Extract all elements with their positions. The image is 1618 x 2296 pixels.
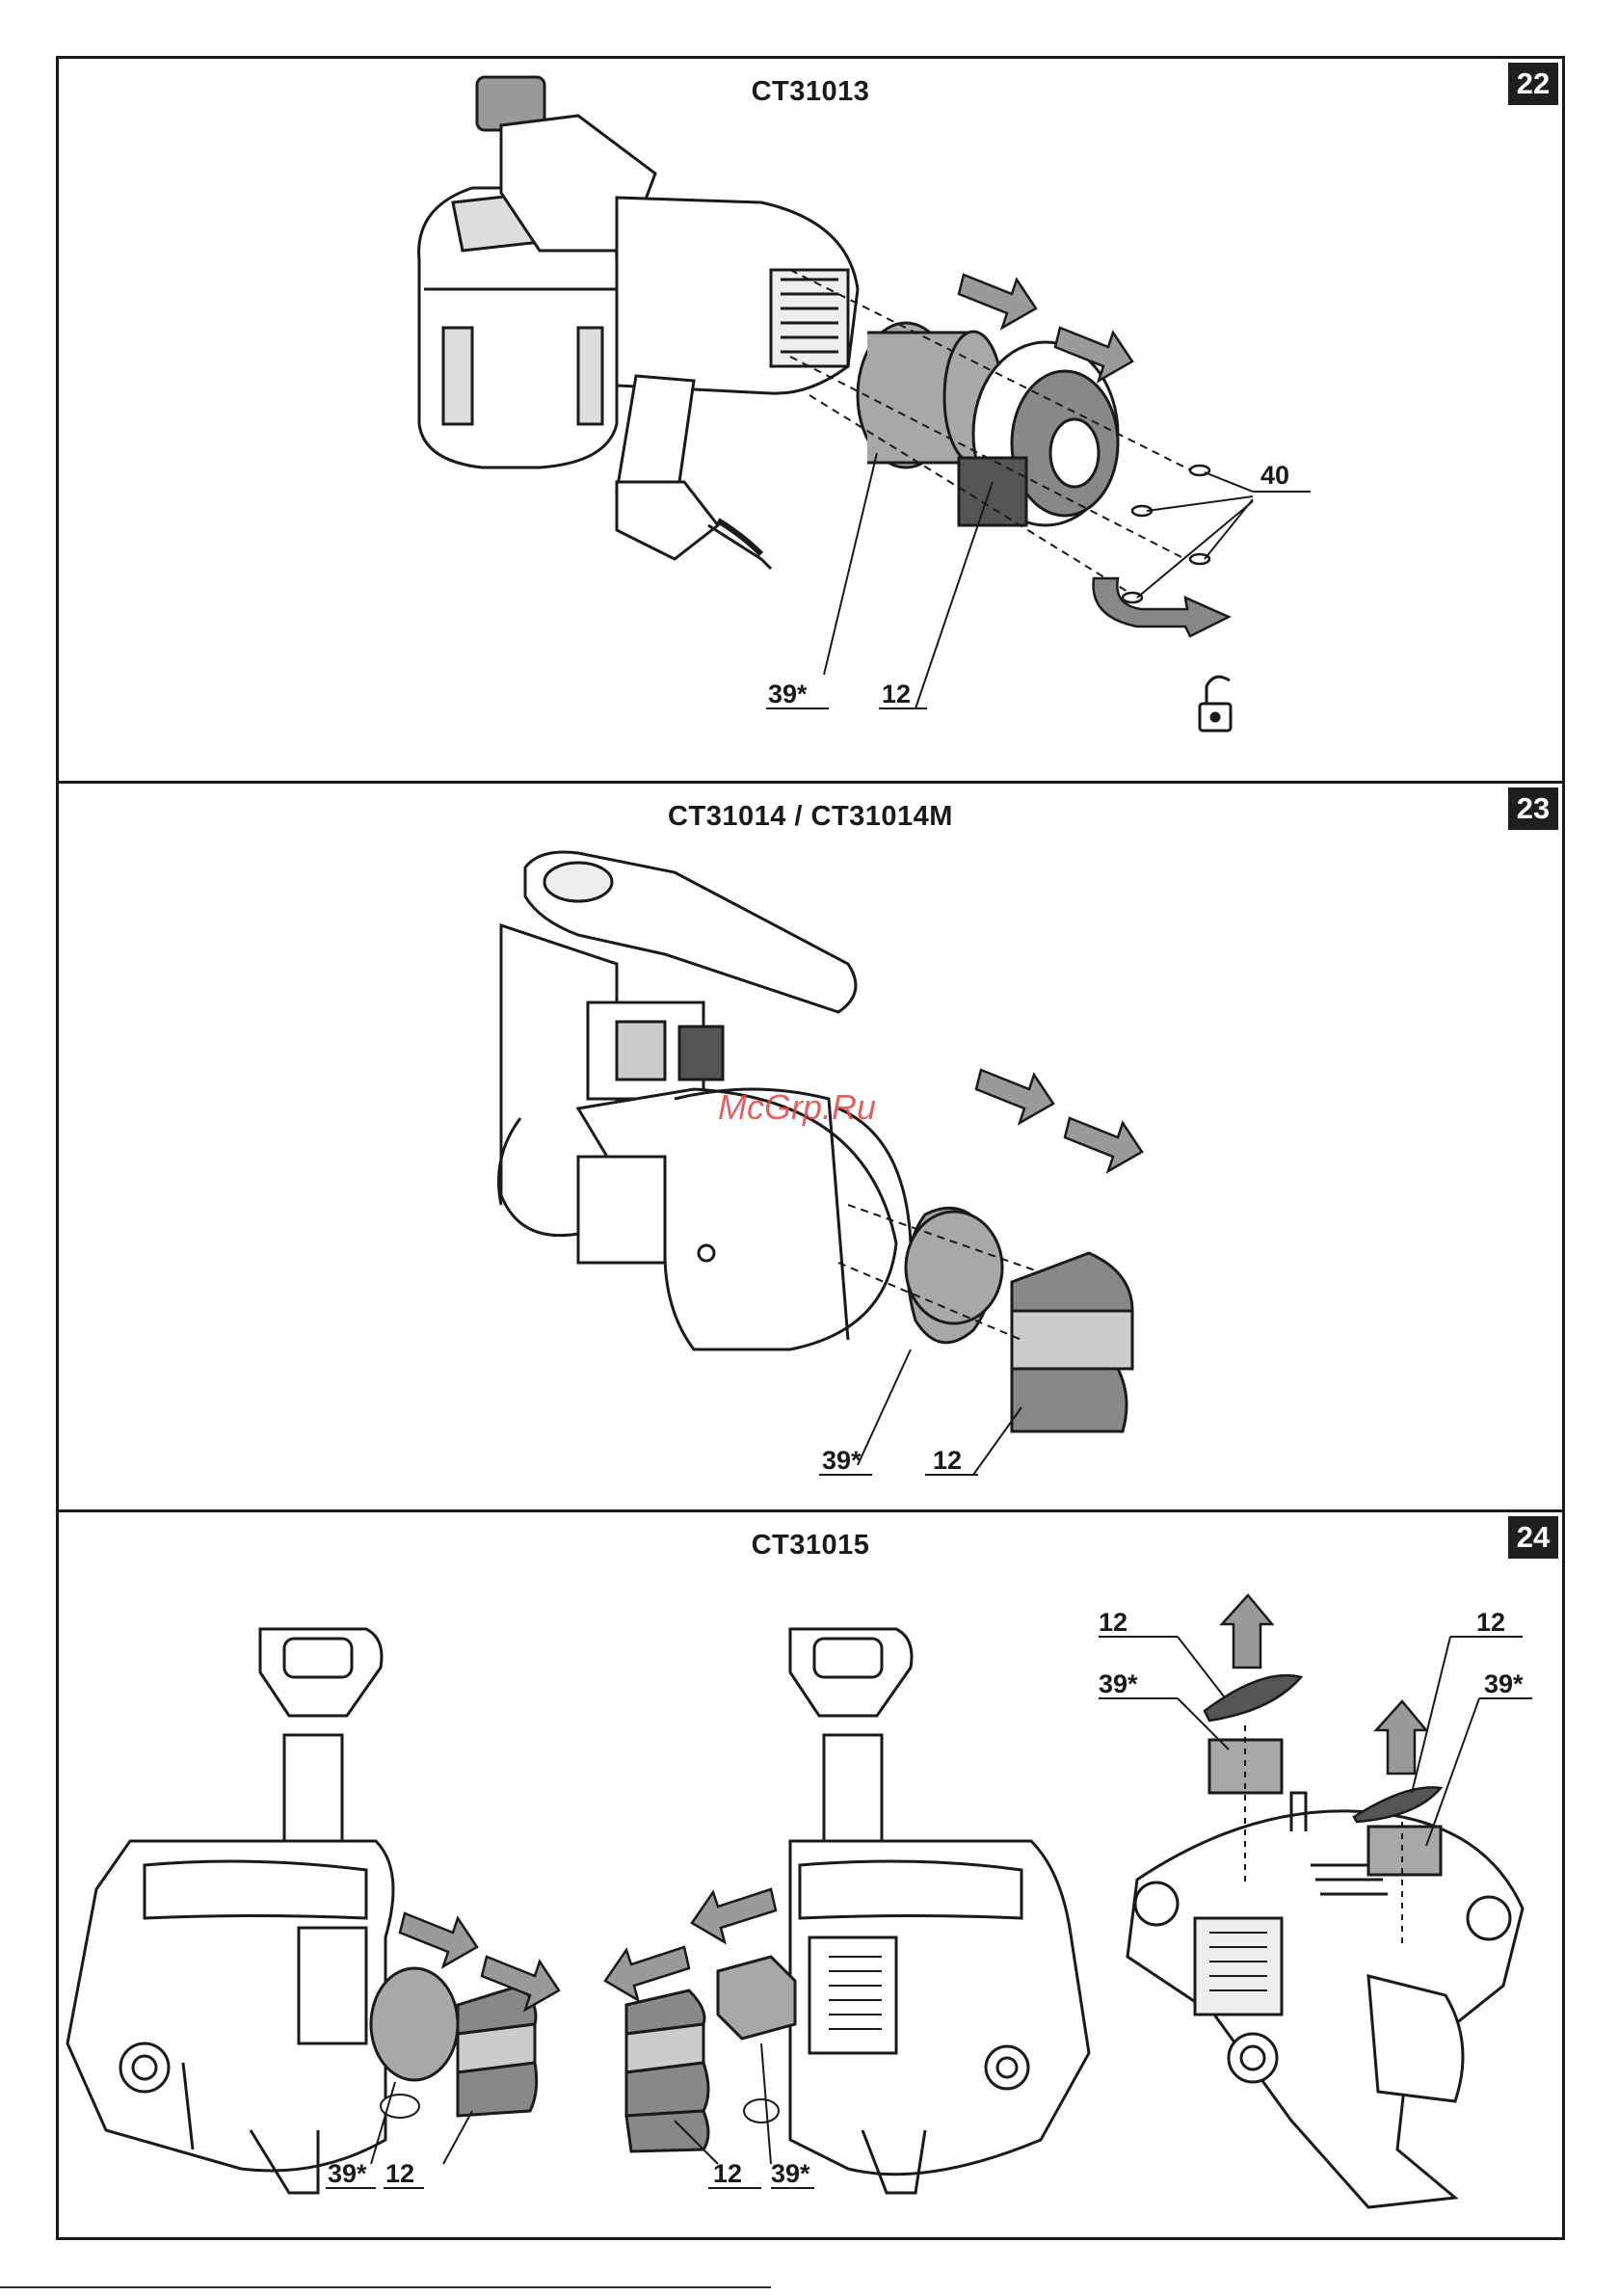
panel-title: CT31014 / CT31014M [59, 801, 1562, 833]
label-cover-12: 12 [882, 680, 911, 709]
label-filter-39-right-top: 39* [1099, 1669, 1138, 1699]
label-cover-12-left: 12 [385, 2159, 414, 2189]
panel-title: CT31015 [59, 1530, 1562, 1562]
panel-number: 23 [1508, 788, 1558, 830]
panel-23: CT31014 / CT31014M 23 [56, 784, 1565, 1512]
label-filter-39-mid: 39* [771, 2159, 810, 2189]
unlock-icon [1200, 677, 1231, 731]
label-cover-12-right-2: 12 [1476, 1608, 1505, 1638]
label-filter-39: 39* [822, 1446, 862, 1476]
label-filter-39: 39* [768, 680, 808, 709]
twist-arrow-icon [1094, 578, 1229, 636]
label-cover-12-mid: 12 [713, 2159, 742, 2189]
panel-number: 24 [1508, 1516, 1558, 1559]
label-filter-39-left: 39* [328, 2159, 367, 2189]
label-cover-12: 12 [933, 1446, 962, 1476]
panel-24: CT31015 24 [56, 1512, 1565, 2240]
footer-rule [0, 2286, 771, 2288]
screws-40 [1123, 466, 1209, 602]
label-screws-40: 40 [1260, 461, 1289, 491]
label-cover-12-right-top: 12 [1099, 1608, 1127, 1638]
watermark: McGrp.Ru [718, 1087, 876, 1128]
label-filter-39-right-2: 39* [1484, 1669, 1524, 1699]
sprayer-gun-ct31013 [419, 77, 858, 569]
